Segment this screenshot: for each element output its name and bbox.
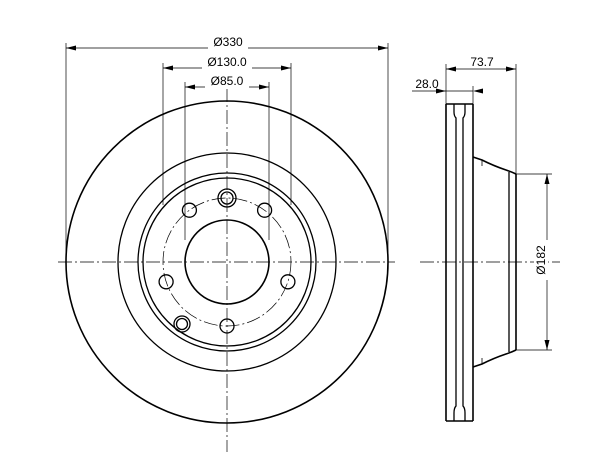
stud-hole (280, 274, 296, 290)
hat-profile-top (472, 156, 517, 175)
locating-hole-bottom (173, 315, 191, 333)
stud-hole (256, 202, 273, 218)
label-background (208, 36, 248, 50)
label-background (534, 240, 548, 280)
label-background (202, 56, 252, 70)
label-background (205, 75, 249, 89)
locating-hole-top (217, 188, 237, 208)
outer-diameter-label: Ø330 (213, 35, 243, 49)
overall-height-label: 73.7 (470, 55, 494, 69)
center-bore-label: Ø85.0 (211, 74, 244, 88)
arrow-head (436, 88, 446, 94)
arrow-head (185, 84, 195, 90)
stud-hole (181, 202, 198, 218)
arrow-head (163, 65, 173, 71)
locating-hole-inner (220, 191, 234, 205)
arrow-head (378, 45, 388, 51)
hat-diameter-label: Ø182 (534, 245, 548, 275)
dimension-bolt-circle: Ø130.0 (162, 55, 292, 205)
front-view (58, 88, 395, 452)
locating-hole-outer (217, 188, 237, 208)
vent-channel-left (453, 104, 457, 421)
dimension-hat-diameter: Ø182 (516, 173, 552, 351)
dimension-overall-height: 73.7 (445, 55, 517, 174)
center-bore (184, 219, 270, 305)
vent-channel-right (462, 104, 466, 421)
hat-inner-wall (142, 177, 312, 347)
friction-ring-inner-edge (117, 152, 337, 372)
screw-hole-inner (175, 317, 189, 331)
arrow-head (259, 84, 269, 90)
hat-outer-wall (137, 172, 317, 352)
arrow-head (544, 174, 550, 184)
side-view (420, 103, 560, 422)
dimension-outer-diameter: Ø330 (65, 35, 389, 262)
stud-hole (158, 274, 174, 290)
hat-profile-bottom (472, 349, 517, 368)
dimension-disc-thickness: 28.0 (412, 77, 483, 104)
arrow-head (544, 340, 550, 350)
bolt-circle-label: Ø130.0 (207, 55, 247, 69)
arrow-head (446, 66, 456, 72)
arrow-head (506, 66, 516, 72)
arrow-head (473, 88, 483, 94)
dimension-center-bore: Ø85.0 (184, 74, 270, 240)
stud-holes (158, 202, 296, 334)
arrow-head (281, 65, 291, 71)
stud-hole (219, 318, 235, 334)
disc-thickness-label: 28.0 (415, 77, 439, 91)
screw-hole-outer (173, 315, 191, 333)
bolt-circle (162, 197, 292, 327)
arrow-head (66, 45, 76, 51)
